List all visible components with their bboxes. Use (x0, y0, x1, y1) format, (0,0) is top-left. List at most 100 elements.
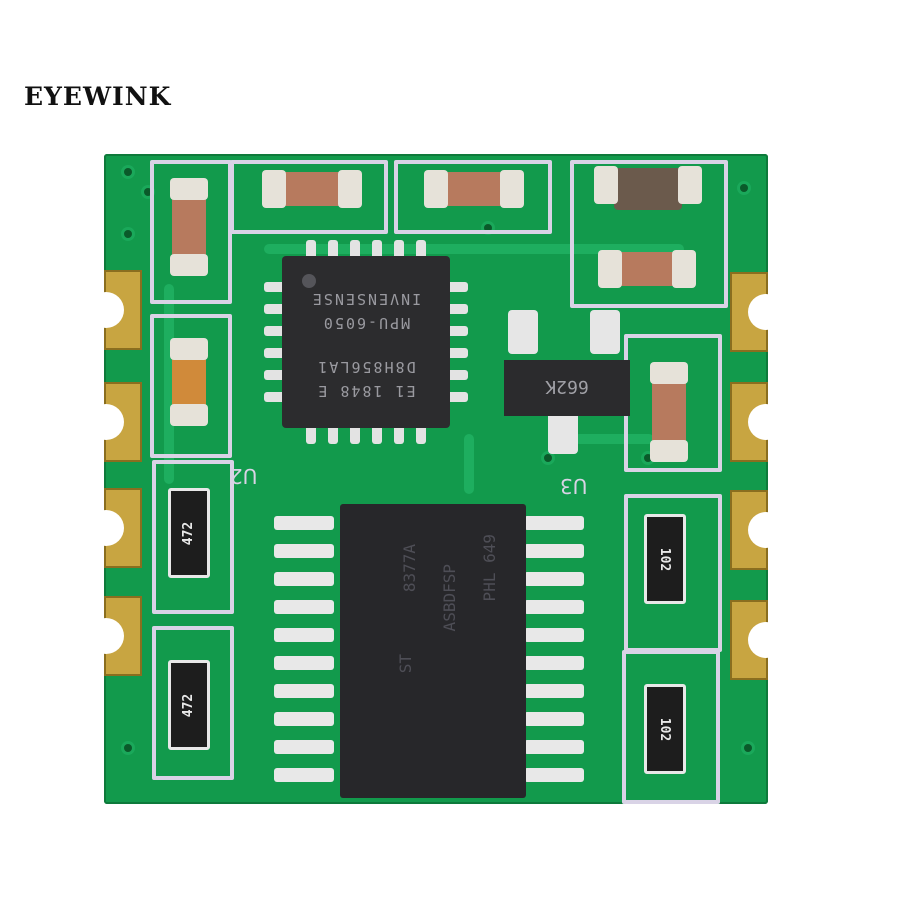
silkscreen-outline (152, 460, 234, 614)
ic-lead (524, 572, 584, 586)
capacitor (650, 362, 688, 462)
ic-pin (446, 326, 468, 336)
resistor-102-2: 102 (644, 684, 686, 774)
ic-pin (446, 392, 468, 402)
silk-label-u3: U3 (560, 474, 588, 498)
via (484, 224, 492, 232)
ic-pin (416, 422, 426, 444)
pcb-trace (574, 434, 654, 444)
ic-pin (264, 326, 286, 336)
capacitor (594, 166, 702, 210)
ic-lead (524, 600, 584, 614)
resistor-472-2: 472 (168, 660, 210, 750)
resistor-472-1: 472 (168, 488, 210, 578)
ic-lead (524, 740, 584, 754)
ic-lead (524, 516, 584, 530)
ic-pin (264, 348, 286, 358)
ic-lead (524, 656, 584, 670)
via (744, 744, 752, 752)
ic-lead (524, 684, 584, 698)
chip-marking: PHL 649 (480, 534, 499, 602)
ic-lead (524, 544, 584, 558)
chip-marking: D8H856LA1 (316, 358, 416, 376)
castellated-pad-right-1 (730, 272, 784, 352)
ic-pin (264, 392, 286, 402)
chip-marking: E1 1848 E (316, 382, 416, 400)
ic-pin (350, 422, 360, 444)
castellated-pad-left-2 (88, 382, 142, 462)
capacitor (598, 250, 696, 288)
ic-pin (446, 304, 468, 314)
ic-lead (274, 768, 334, 782)
pin1-marker (302, 274, 316, 288)
ic-pin (372, 422, 382, 444)
ic-pin (350, 240, 360, 262)
pcb-module: 472 472 102 102 E1 1848 E D8H856LA1 MPU-… (88, 154, 784, 804)
mcu-chip: ST 8377A ASBDFSP PHL 649 (340, 504, 526, 798)
resistor-102-1: 102 (644, 514, 686, 604)
silkscreen-outline (152, 626, 234, 780)
silkscreen-outline (622, 650, 720, 804)
ic-lead (274, 656, 334, 670)
ic-pin (446, 348, 468, 358)
regulator-pad (548, 410, 578, 454)
via (124, 744, 132, 752)
ic-pin (328, 422, 338, 444)
silk-label-u2: U2 (230, 464, 258, 488)
ic-pin (394, 240, 404, 262)
castellated-pad-right-4 (730, 600, 784, 680)
ic-lead (524, 712, 584, 726)
capacitor (170, 338, 208, 426)
via (644, 454, 652, 462)
chip-marking: MPU-6050 (321, 314, 411, 332)
pcb-trace (264, 244, 684, 254)
chip-marking: 8377A (400, 544, 419, 593)
ic-lead (274, 544, 334, 558)
capacitor (170, 178, 208, 276)
ic-lead (274, 740, 334, 754)
ic-lead (274, 628, 334, 642)
silkscreen-outline (230, 160, 388, 234)
mpu6050-chip: E1 1848 E D8H856LA1 MPU-6050 INVENSENSE (282, 256, 450, 428)
silkscreen-outline (150, 314, 232, 458)
via (740, 184, 748, 192)
capacitor (424, 170, 524, 208)
via (544, 454, 552, 462)
ic-lead (524, 628, 584, 642)
ic-lead (524, 768, 584, 782)
pcb-trace (464, 434, 474, 494)
castellated-pad-left-4 (88, 596, 142, 676)
chip-marking: ASBDFSP (440, 564, 459, 632)
silkscreen-outline (394, 160, 552, 234)
ic-pin (372, 240, 382, 262)
ic-pin (306, 240, 316, 262)
chip-marking: INVENSENSE (310, 290, 422, 308)
ic-pin (264, 282, 286, 292)
regulator-662k: 662K (504, 360, 630, 416)
pcb-trace (164, 284, 174, 484)
ic-pin (416, 240, 426, 262)
ic-lead (274, 572, 334, 586)
ic-pin (264, 370, 286, 380)
ic-lead (274, 712, 334, 726)
chip-marking: ST (396, 654, 415, 674)
ic-lead (274, 600, 334, 614)
ic-pin (446, 282, 468, 292)
ic-lead (274, 684, 334, 698)
ic-pin (328, 240, 338, 262)
via (144, 188, 152, 196)
regulator-pad (590, 310, 620, 354)
via (124, 230, 132, 238)
ic-lead (274, 516, 334, 530)
ic-pin (264, 304, 286, 314)
silkscreen-outline (570, 160, 728, 308)
castellated-pad-right-3 (730, 490, 784, 570)
castellated-pad-left-3 (88, 488, 142, 568)
capacitor (262, 170, 362, 208)
castellated-pad-left-1 (88, 270, 142, 350)
ic-pin (306, 422, 316, 444)
ic-pin (394, 422, 404, 444)
ic-pin (446, 370, 468, 380)
regulator-pad (508, 310, 538, 354)
brand-logo: EYEWINK (24, 82, 172, 111)
